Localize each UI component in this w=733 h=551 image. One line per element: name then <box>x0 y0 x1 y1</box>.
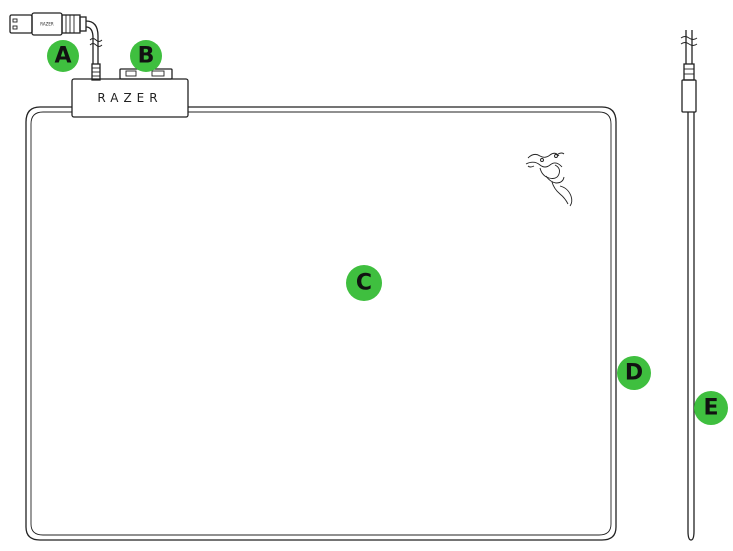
side-profile-view <box>680 30 698 541</box>
razer-hub: RAZER <box>71 78 189 118</box>
callout-e-label: E <box>703 396 718 421</box>
callout-a: A <box>47 40 79 72</box>
callout-b-label: B <box>138 44 155 69</box>
usb-connector: RAZER <box>9 12 87 36</box>
callout-b: B <box>130 40 162 72</box>
callout-c-label: C <box>356 271 372 296</box>
callout-c: C <box>346 265 382 301</box>
hub-brand-text: RAZER <box>97 91 162 105</box>
mouse-mat-surface <box>25 106 617 541</box>
razer-logo-icon <box>525 152 573 207</box>
usb-brand-text: RAZER <box>40 22 54 27</box>
callout-e: E <box>694 391 728 425</box>
usb-cable <box>85 20 103 81</box>
callout-d: D <box>617 356 651 390</box>
callout-a-label: A <box>54 44 71 69</box>
callout-d-label: D <box>625 361 643 386</box>
